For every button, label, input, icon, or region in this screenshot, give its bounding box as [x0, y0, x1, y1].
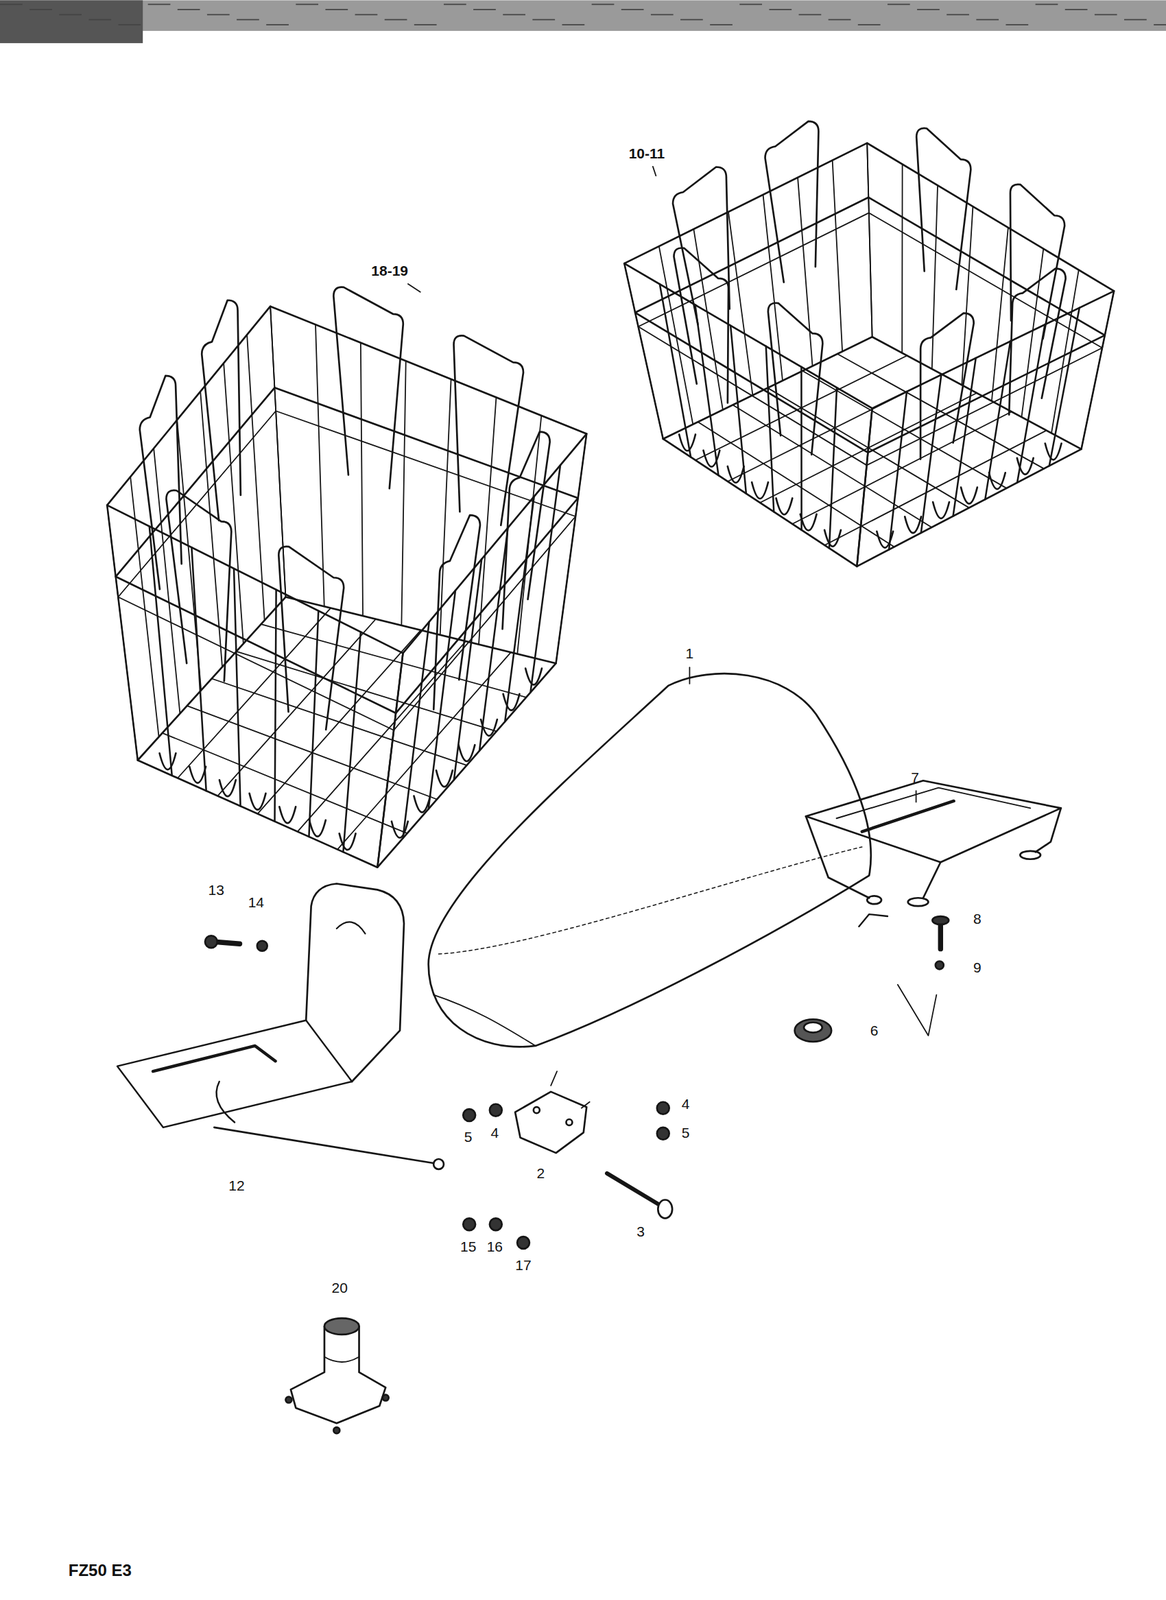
callout-number: 7: [909, 769, 921, 786]
leader-line: [652, 166, 656, 176]
callout-number: 3: [635, 1223, 647, 1240]
callout-number: 9: [971, 958, 983, 975]
callout-number: 5: [680, 1124, 692, 1140]
callout-number: 1: [684, 644, 696, 661]
callout-number: 15: [458, 1238, 478, 1255]
model-code: FZ50 E3: [67, 1561, 134, 1580]
callout-number: 12: [227, 1177, 246, 1194]
header-band: [0, 0, 1166, 43]
callout-number: 20: [330, 1279, 350, 1295]
leader-line: [408, 283, 421, 293]
callout-number: 4: [680, 1096, 692, 1112]
lock-housing: [285, 1318, 389, 1434]
callout-number: 18-19: [369, 262, 410, 279]
callout-number: 13: [207, 881, 226, 898]
parts-drawing: [106, 121, 1114, 1434]
front-basket: [106, 287, 587, 868]
callout-number: 14: [246, 893, 266, 910]
hardware: [205, 914, 949, 1249]
callout-number: 8: [971, 910, 983, 926]
leader-line: [915, 790, 918, 802]
callout-number: 5: [462, 1128, 474, 1145]
callout-number: 4: [489, 1124, 501, 1140]
front-carrier: [117, 883, 444, 1169]
callout-number: 17: [513, 1257, 533, 1273]
callout-number: 10-11: [627, 145, 667, 162]
seat: [428, 673, 872, 1047]
rear-carrier: [805, 780, 1062, 907]
leader-line: [581, 1102, 590, 1109]
callout-number: 2: [534, 1165, 546, 1182]
leader-line: [689, 667, 691, 684]
callout-number: 16: [485, 1238, 505, 1255]
rear-basket: [624, 121, 1114, 567]
callout-number: 6: [869, 1022, 880, 1039]
leader-line: [550, 1071, 557, 1086]
